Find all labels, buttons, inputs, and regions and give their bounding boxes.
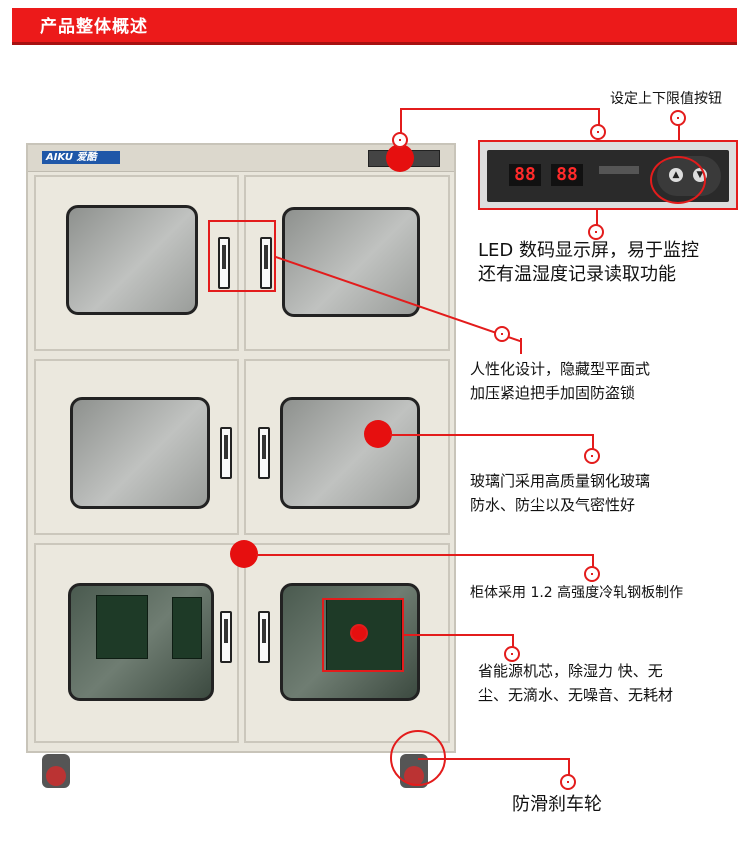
connector-line — [256, 554, 594, 556]
label-core-line1: 省能源机芯，除湿力 快、无 — [478, 662, 663, 680]
brand-logo: AIKU 爱酷 — [42, 151, 120, 164]
header-bar — [12, 8, 737, 42]
connector-line — [568, 758, 570, 780]
marker-dot — [386, 144, 414, 172]
connector-line — [592, 554, 594, 572]
door-bottom-right — [244, 543, 450, 743]
door-top-right — [244, 175, 450, 351]
window — [70, 397, 210, 509]
target-icon — [584, 566, 600, 582]
label-lock-line2: 加压紧迫把手加固防盗锁 — [470, 384, 636, 402]
cabinet-image: AIKU 爱酷 — [26, 143, 456, 753]
connector-line — [520, 338, 522, 354]
label-glass-line1: 玻璃门采用高质量钢化玻璃 — [470, 472, 651, 490]
label-core-line2: 尘、无滴水、无噪音、无耗材 — [478, 686, 674, 704]
label-led-line1: LED 数码显示屏，易于监控 — [478, 240, 699, 261]
connector-line — [404, 634, 514, 636]
buttons-highlight-ring — [650, 156, 706, 204]
label-cabinet-body: 柜体采用 1.2 高强度冷轧钢板制作 — [470, 585, 684, 601]
target-icon — [560, 774, 576, 790]
connector-line — [592, 434, 594, 454]
marker-dot — [350, 624, 368, 642]
connector-line — [418, 758, 570, 760]
door-handle — [260, 237, 272, 289]
connector-line — [400, 108, 402, 148]
label-glass-line2: 防水、防尘以及气密性好 — [470, 496, 636, 514]
label-lock-line1: 人性化设计，隐藏型平面式 — [470, 360, 651, 378]
connector-line — [598, 108, 600, 136]
door-middle-left — [34, 359, 239, 535]
door-handle — [220, 611, 232, 663]
connector-line — [390, 434, 594, 436]
target-icon — [494, 326, 510, 342]
target-icon — [670, 110, 686, 126]
door-top-left — [34, 175, 239, 351]
marker-dot — [230, 540, 258, 568]
target-icon — [590, 124, 606, 140]
dehumidifier-module — [172, 597, 202, 659]
marker-dot — [364, 420, 392, 448]
window — [280, 397, 420, 509]
caster-wheel-left — [42, 754, 70, 788]
connector-line — [400, 108, 600, 110]
section-header: 产品整体概述 — [0, 0, 750, 45]
target-icon — [584, 448, 600, 464]
door-handle — [258, 427, 270, 479]
label-setting-buttons: 设定上下限值按钮 — [610, 91, 722, 107]
target-icon — [392, 132, 408, 148]
handle-highlight-box — [208, 220, 276, 292]
window — [66, 205, 198, 315]
door-handle — [218, 237, 230, 289]
dehumidifier-module — [96, 595, 148, 659]
status-indicators — [599, 166, 639, 174]
header-shadow — [12, 42, 737, 45]
door-handle — [220, 427, 232, 479]
temperature-display: 88 — [551, 164, 583, 186]
humidity-display: 88 — [509, 164, 541, 186]
connector-line — [512, 634, 514, 656]
label-wheel: 防滑刹车轮 — [512, 794, 602, 815]
target-icon — [504, 646, 520, 662]
connector-line — [596, 210, 598, 228]
target-icon — [588, 224, 604, 240]
door-handle — [258, 611, 270, 663]
door-bottom-left — [34, 543, 239, 743]
label-led-line2: 还有温湿度记录读取功能 — [478, 264, 676, 285]
page-title: 产品整体概述 — [40, 17, 148, 37]
core-highlight-box — [322, 598, 404, 672]
door-middle-right — [244, 359, 450, 535]
